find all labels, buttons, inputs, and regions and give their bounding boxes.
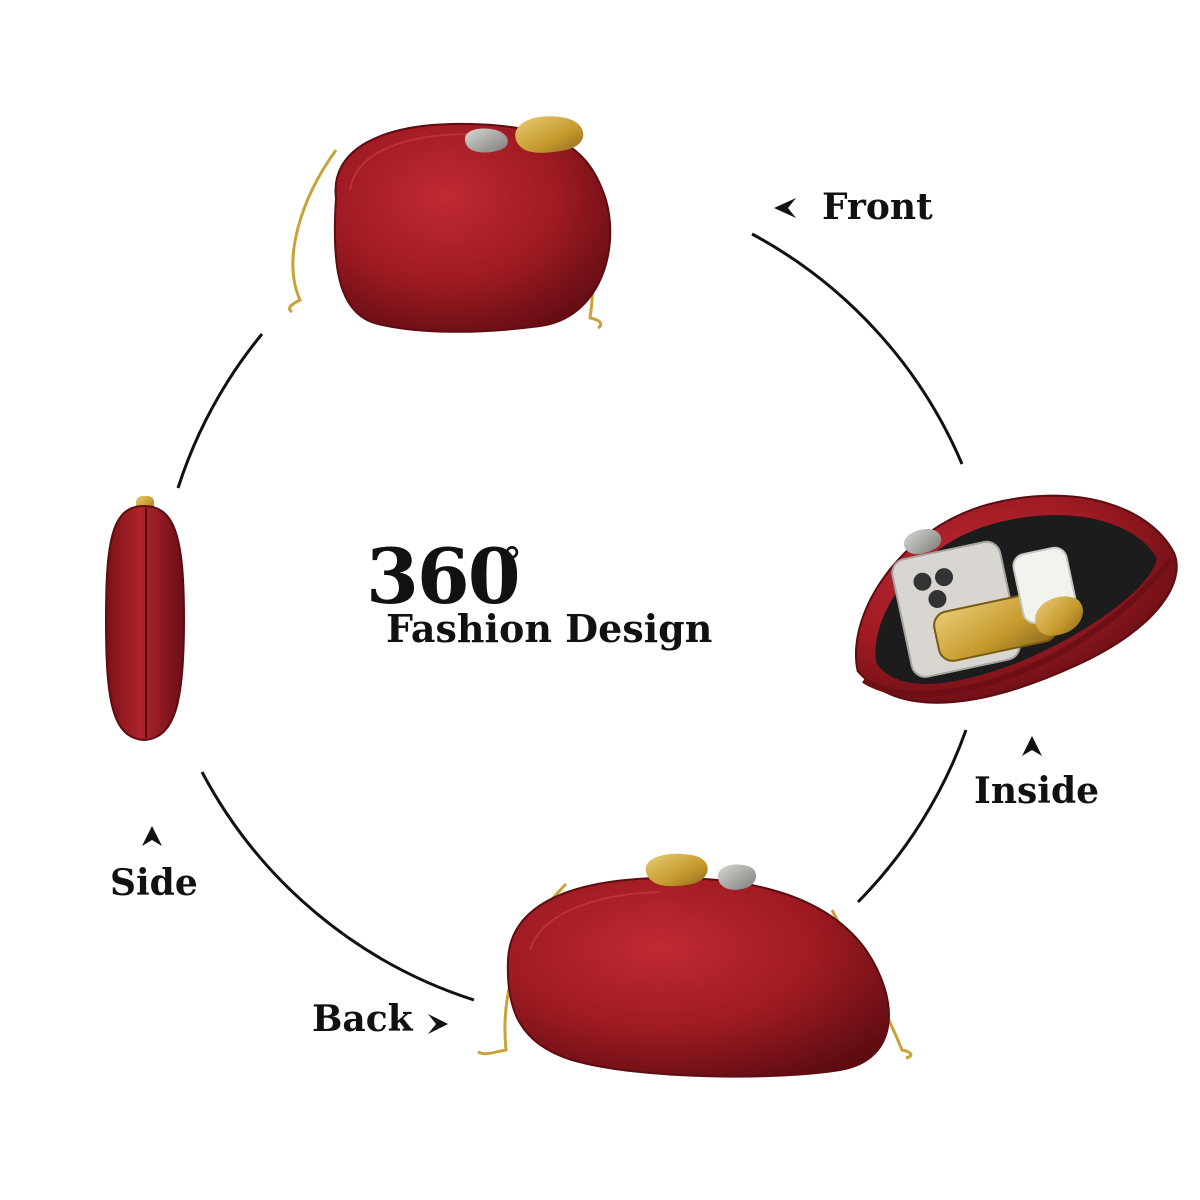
inside-arrow-icon	[1022, 736, 1042, 756]
back-arrow-icon	[428, 1014, 448, 1034]
arc-back-to-side	[200, 771, 475, 1002]
front-view-label: Front	[822, 186, 933, 228]
arc-side-to-front	[176, 333, 264, 489]
bag-front-view-image	[288, 116, 612, 333]
bag-side-view-image	[104, 496, 186, 742]
side-arrow-icon	[142, 826, 162, 846]
chevron-arrow-icon	[142, 198, 1042, 1034]
back-view-label: Back	[312, 998, 413, 1040]
silver-pebble-clasp	[464, 128, 508, 153]
arc-inside-to-back	[856, 729, 968, 904]
front-arrow-icon	[774, 198, 796, 218]
inside-view-label: Inside	[974, 770, 1100, 812]
gold-pebble-clasp-inside	[1035, 596, 1083, 636]
arc-front-to-inside	[751, 232, 964, 465]
degree-symbol: °	[502, 540, 522, 586]
rotation-degree-number: 360	[366, 532, 521, 621]
bag-back-view-image	[477, 853, 913, 1078]
silver-pebble-clasp-inside	[903, 529, 942, 555]
bag-inside-view-image	[855, 494, 1178, 704]
fashion-design-subtitle: Fashion Design	[386, 606, 713, 651]
rotation-circle-arcs	[176, 232, 968, 1002]
silver-pebble-clasp-back	[717, 864, 757, 890]
side-view-label: Side	[110, 862, 198, 904]
gold-pebble-clasp	[515, 116, 584, 153]
gold-pebble-clasp-back	[645, 853, 708, 887]
